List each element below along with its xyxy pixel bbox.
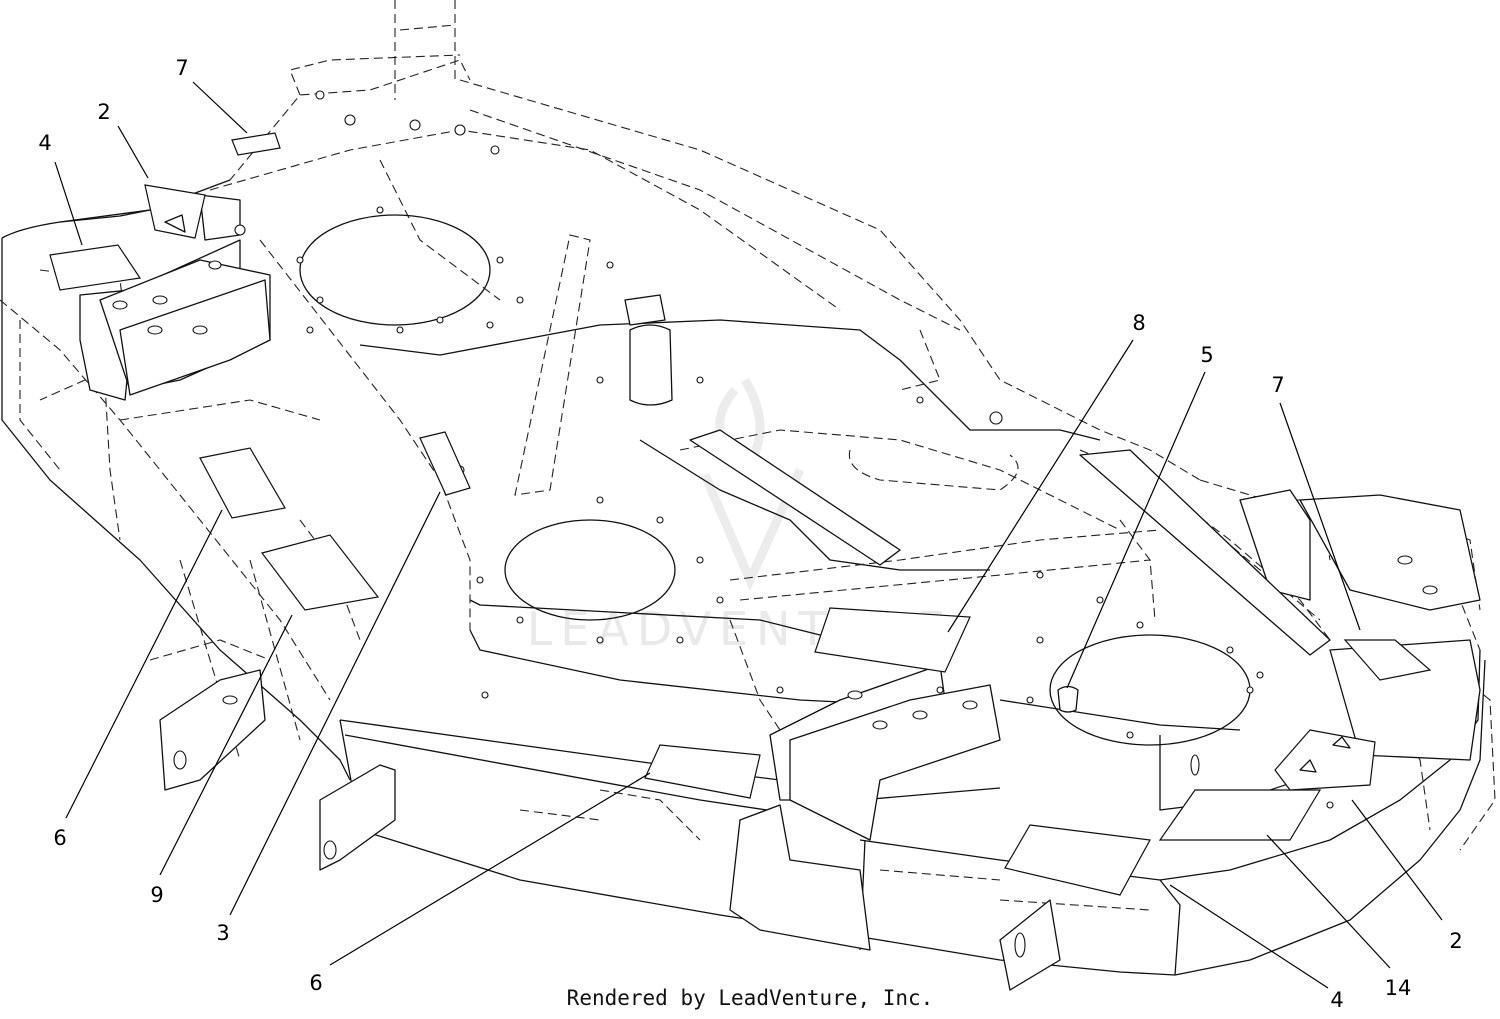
callout-6-front: 6 — [309, 971, 322, 995]
callout-4-front: 4 — [1330, 988, 1343, 1012]
brackets — [79, 194, 1481, 991]
decal-plate-8 — [814, 607, 971, 673]
callout-7-left: 7 — [175, 56, 188, 80]
decal-14 — [1158, 789, 1322, 841]
decal-triangle-right — [1274, 729, 1376, 791]
pivot-pin — [1057, 685, 1079, 713]
leader-lines — [54, 81, 1443, 989]
decals — [49, 132, 1432, 896]
decal-rect-7-right — [1343, 639, 1432, 681]
decal-rect-4-front — [1004, 824, 1151, 896]
callout-7-right: 7 — [1271, 373, 1284, 397]
callout-9: 9 — [150, 883, 163, 907]
callout-3: 3 — [216, 921, 229, 945]
callout-2-right: 2 — [1449, 929, 1462, 953]
callout-14: 14 — [1385, 976, 1412, 1000]
decal-rect-left-rear — [231, 132, 281, 156]
callout-8: 8 — [1132, 311, 1145, 335]
decal-rect-9 — [260, 534, 380, 611]
spindle-opening-center — [504, 519, 676, 621]
bolt-holes — [112, 90, 1438, 958]
callouts: 7 2 4 8 5 7 6 9 3 6 4 14 2 — [38, 56, 1462, 1012]
decal-rect-left-skirt — [49, 244, 142, 291]
callout-6-left: 6 — [53, 826, 66, 850]
decal-rect-3 — [419, 431, 471, 496]
spindle-opening-left — [299, 214, 491, 326]
callout-4-left: 4 — [38, 131, 51, 155]
callout-5: 5 — [1200, 343, 1213, 367]
callout-2-left: 2 — [97, 100, 110, 124]
decal-triangle-left — [144, 184, 206, 239]
decal-rect-6-front — [644, 744, 761, 799]
decal-rect-6-left — [199, 447, 286, 519]
render-credit: Rendered by LeadVenture, Inc. — [567, 986, 934, 1010]
